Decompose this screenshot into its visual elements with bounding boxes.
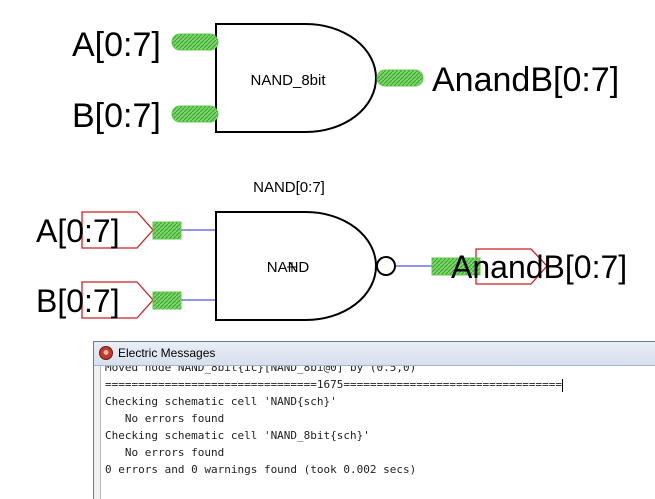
log-line: No errors found — [105, 446, 225, 459]
pad-a[interactable] — [152, 221, 182, 240]
icon-pin-a[interactable] — [171, 33, 219, 51]
schematic-canvas[interactable]: NAND_8bit A[0:7] B[0:7] AnandB[0:7] NAND… — [0, 0, 655, 340]
log-line: Checking schematic cell 'NAND{sch}' — [105, 395, 337, 408]
log-line: Checking schematic cell 'NAND_8bit{sch}' — [105, 429, 370, 442]
export-out-flag[interactable] — [475, 248, 548, 285]
messages-log[interactable]: Moved node NAND_8bit{ic}[NAND_8bi@0] by … — [100, 366, 655, 499]
nand-instance-label: NAND[0:7] — [253, 179, 325, 196]
nand-8bit-gate-body[interactable] — [215, 23, 377, 133]
icon-pin-b-label: B[0:7] — [72, 97, 161, 135]
icon-pin-out-label: AnandB[0:7] — [432, 61, 619, 99]
log-line-separator: ================================1675====… — [105, 378, 562, 391]
messages-window[interactable]: Electric Messages Moved node NAND_8bit{i… — [93, 341, 655, 499]
export-b-label: B[0:7] — [36, 283, 120, 319]
nand-8bit-icon-gate[interactable]: NAND_8bit — [215, 23, 377, 133]
export-a-label: A[0:7] — [36, 213, 120, 249]
export-out-label: AnandB[0:7] — [451, 249, 627, 285]
log-line: 0 errors and 0 warnings found (took 0.00… — [105, 463, 417, 476]
messages-window-title: Electric Messages — [118, 346, 216, 360]
text-caret — [561, 378, 563, 392]
export-b-flag[interactable] — [81, 281, 154, 319]
pad-b[interactable] — [152, 291, 182, 310]
nand-gate-body[interactable] — [215, 211, 377, 321]
pad-out[interactable] — [431, 257, 481, 276]
nand-schematic-gate[interactable]: NAND — [215, 211, 396, 321]
crosshair-icon — [287, 262, 297, 272]
log-line: ================================1675====… — [101, 376, 655, 393]
icon-pin-out[interactable] — [376, 69, 424, 87]
icon-pin-a-label: A[0:7] — [72, 26, 161, 64]
nand-inversion-bubble[interactable] — [376, 256, 396, 276]
log-line: No errors found — [105, 412, 225, 425]
log-line: Moved node NAND_8bit{ic}[NAND_8bi@0] by … — [105, 366, 417, 374]
export-a-flag[interactable] — [81, 211, 154, 249]
messages-title-bar[interactable]: Electric Messages — [94, 342, 655, 366]
icon-pin-b[interactable] — [171, 105, 219, 123]
electric-app-icon[interactable] — [99, 346, 113, 360]
nand-8bit-gate-name: NAND_8bit — [250, 72, 326, 89]
